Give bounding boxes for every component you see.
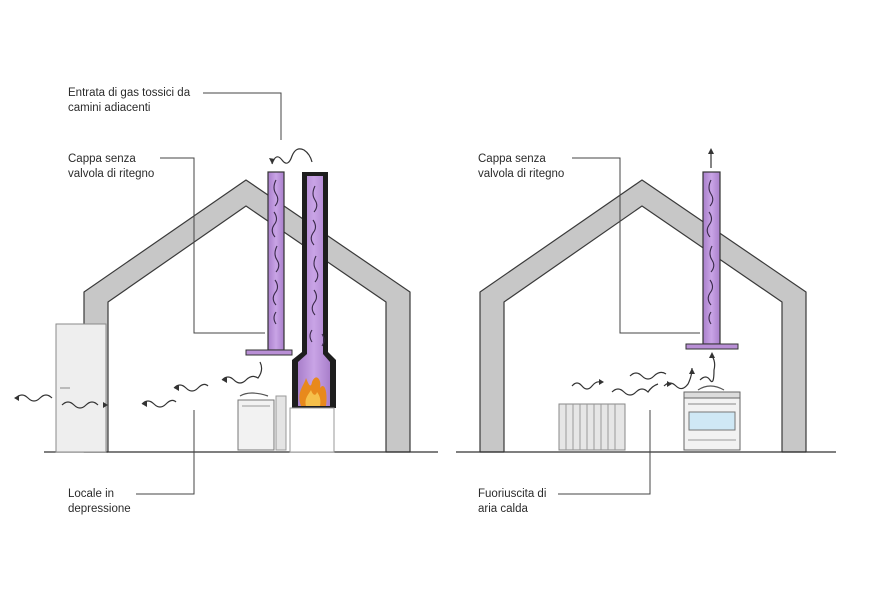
left-air-flow-arrows (15, 361, 263, 409)
left-stove-icon (237, 392, 287, 451)
left-fireplace-base (289, 407, 335, 453)
left-hood-plate (245, 349, 293, 356)
left-fireplace-flue (298, 176, 330, 406)
radiator-icon (558, 403, 626, 451)
label-warm-air-leak: Fuoriuscita di aria calda (478, 488, 547, 515)
right-leader-lines (558, 157, 700, 495)
fire-icon (299, 377, 327, 406)
left-scene (14, 92, 438, 495)
label-toxic-gas-entry: Entrata di gas tossici da camini adiacen… (68, 87, 191, 114)
label-right-hood: Cappa senza valvola di ritegno (478, 153, 565, 180)
right-air-flow-arrows (571, 355, 716, 396)
right-house-walls (479, 179, 807, 453)
oven-icon (683, 385, 741, 451)
toxic-gas-arrow (271, 148, 313, 165)
left-leader-lines (136, 92, 282, 495)
label-left-hood: Cappa senza valvola di ritegno (68, 153, 155, 180)
right-hood-plate (685, 343, 739, 350)
label-room-depression: Locale in depressione (68, 488, 131, 515)
right-scene (456, 148, 836, 495)
